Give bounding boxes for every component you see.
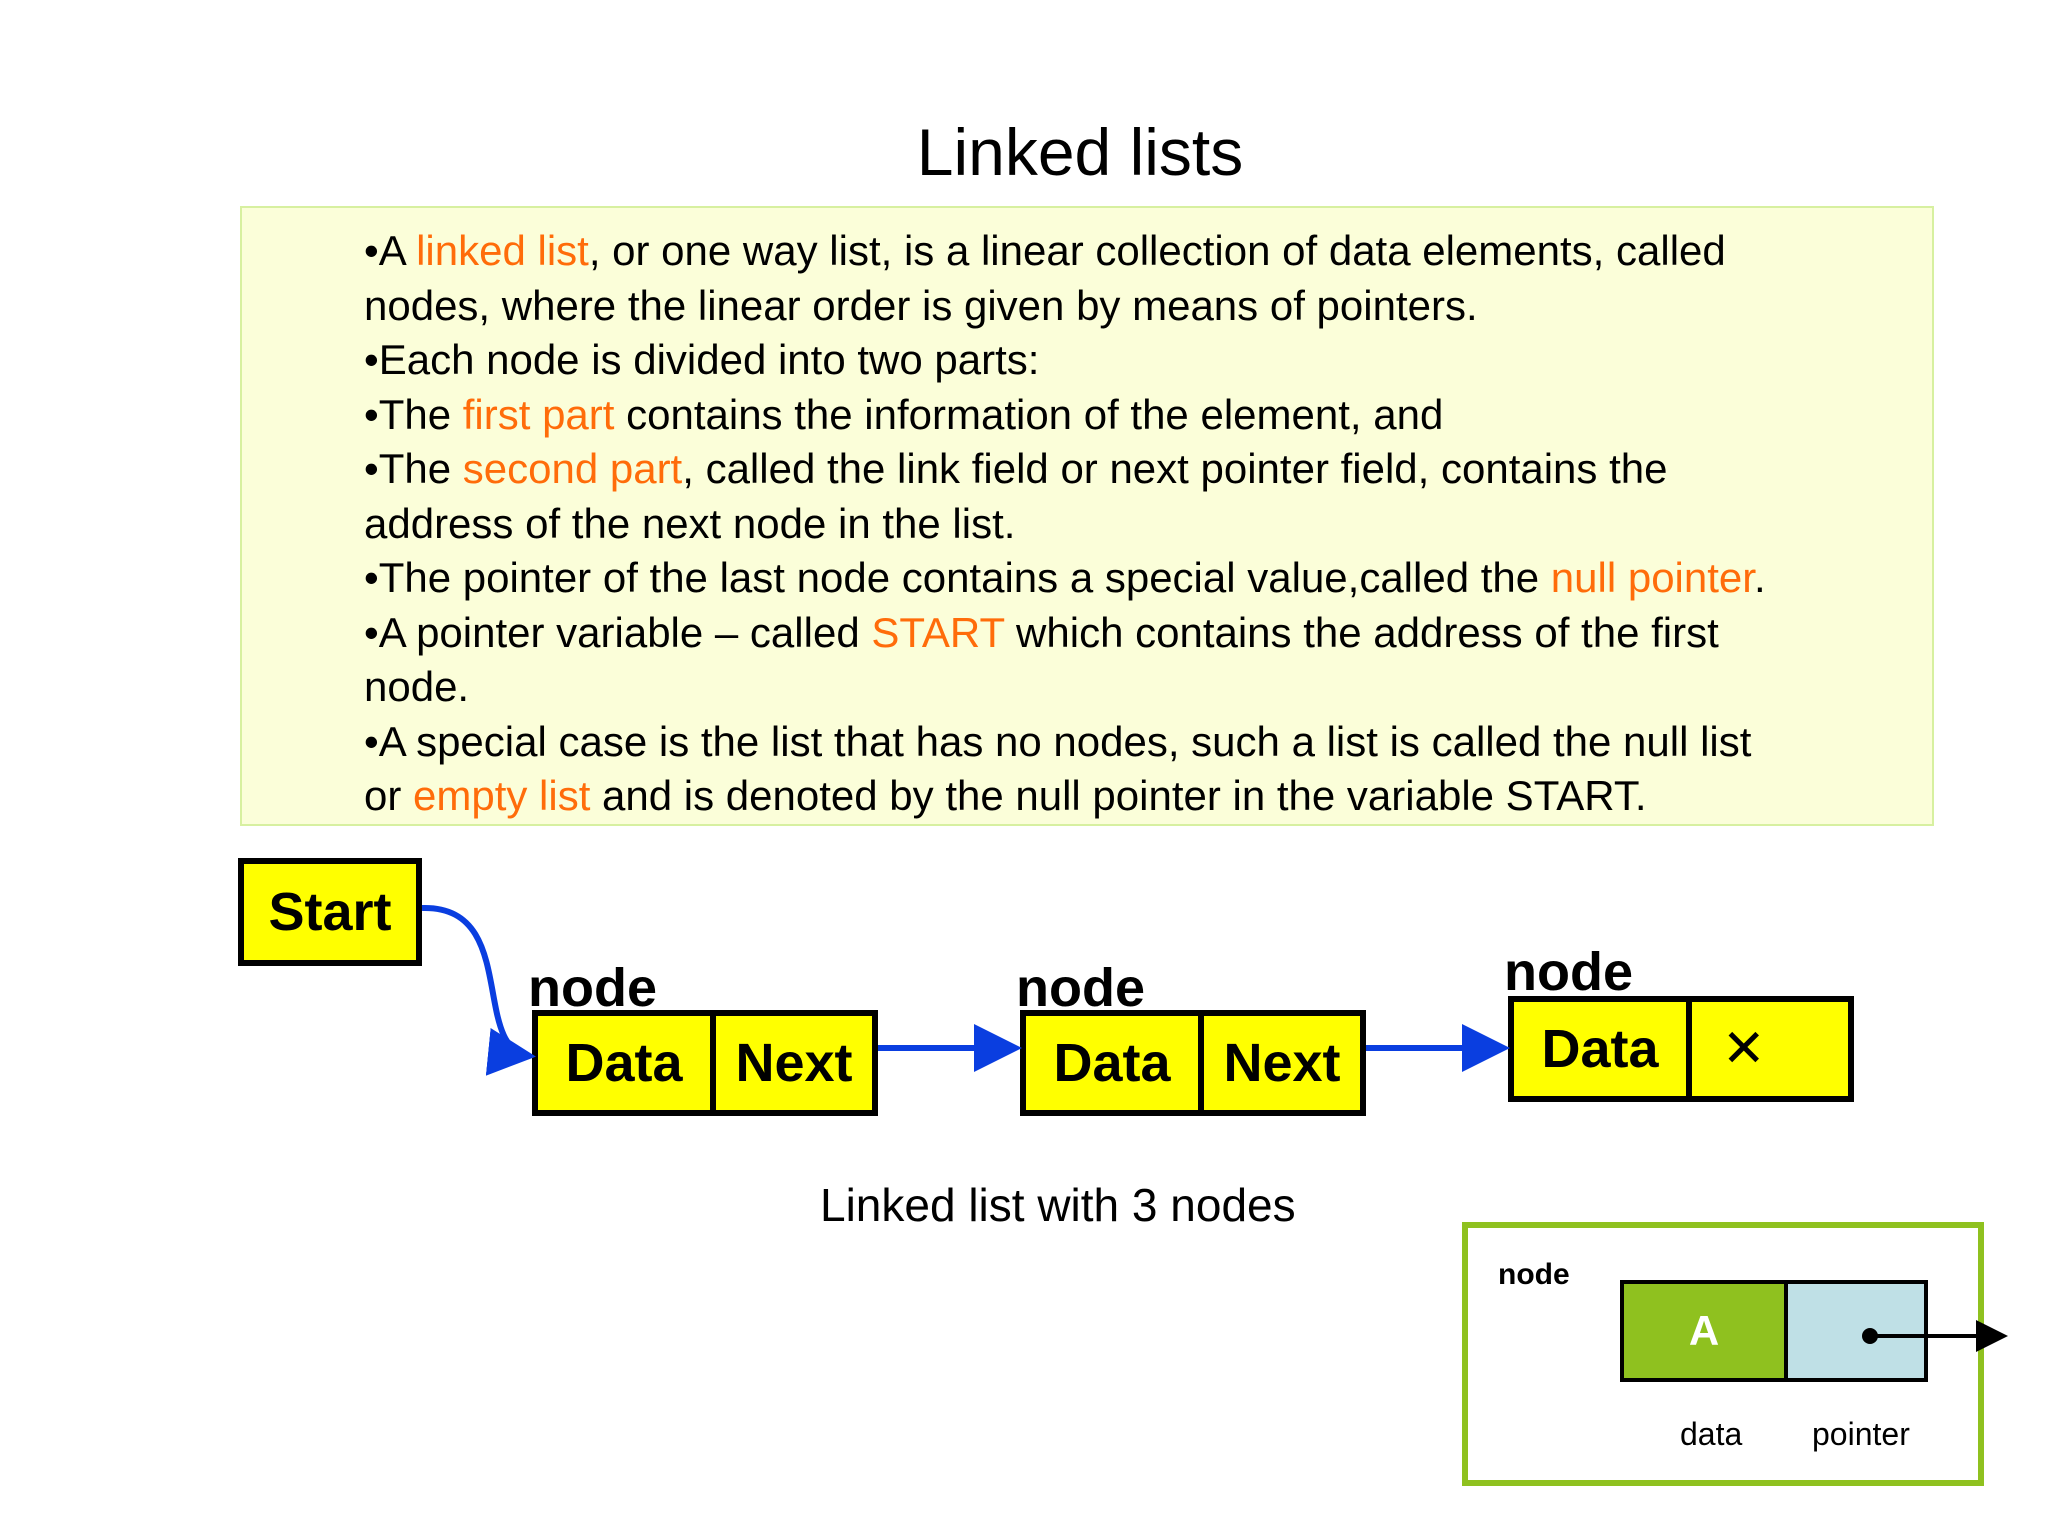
bullet-text: nodes, where the linear order is given b…	[364, 281, 1478, 329]
bullet-text: •The	[364, 390, 463, 438]
bullet-text: or	[364, 772, 414, 819]
node-2-label: node	[1016, 958, 1145, 1018]
bullet-text: •The	[364, 445, 463, 492]
legend-node-label: node	[1498, 1258, 1570, 1291]
node-2-data-label: Data	[1053, 1033, 1171, 1093]
highlighted-term: second part	[462, 445, 683, 492]
node-2-next-cell: Next	[1198, 1010, 1366, 1116]
start-to-node-1-arrow	[421, 904, 536, 1076]
bullet-line: •The second part, called the link field …	[364, 442, 1924, 497]
slide-title: Linked lists	[916, 115, 1244, 189]
bullet-line: •Each node is divided into two parts:	[364, 333, 1924, 388]
legend-data-caption: data	[1680, 1416, 1743, 1452]
start-label: Start	[268, 882, 392, 942]
bullet-text: .	[1753, 554, 1766, 601]
bullet-text: •A	[364, 227, 417, 274]
bullet-text: and is denoted by the null pointer in th…	[590, 772, 1647, 819]
bullet-line: or empty list and is denoted by the null…	[364, 769, 1924, 824]
highlighted-term: START	[871, 608, 1005, 656]
null-symbol: ✕	[1722, 1020, 1766, 1078]
highlighted-term: first part	[462, 390, 615, 438]
start-pointer-box: Start	[238, 858, 422, 966]
node-3-label: node	[1504, 942, 1633, 1002]
node-1-next-label: Next	[735, 1033, 853, 1093]
diagram-caption: Linked list with 3 nodes	[820, 1179, 1296, 1231]
bullet-text: •The pointer of the last node contains a…	[364, 554, 1551, 601]
bullet-line: address of the next node in the list.	[364, 497, 1924, 552]
bullet-text: node.	[364, 663, 470, 710]
legend-pointer-cell	[1784, 1280, 1928, 1382]
node-3-data-cell: Data	[1508, 996, 1692, 1102]
highlighted-term: linked list	[416, 227, 589, 274]
legend-data-value: A	[1688, 1307, 1720, 1354]
bullet-text: contains the information of the element,…	[614, 390, 1444, 438]
bullet-text: , or one way list, is a linear collectio…	[588, 227, 1726, 274]
node-3-null-cell: ✕	[1686, 996, 1854, 1102]
node-1-data-label: Data	[565, 1033, 683, 1093]
legend-pointer-caption: pointer	[1812, 1416, 1910, 1452]
bullet-line: •The pointer of the last node contains a…	[364, 551, 1924, 606]
node-legend: node A data pointer	[1462, 1222, 1984, 1486]
bullet-list: •A linked list, or one way list, is a li…	[364, 224, 1924, 824]
bullet-line: nodes, where the linear order is given b…	[364, 279, 1924, 334]
node-2-next-label: Next	[1223, 1033, 1341, 1093]
node-2-data-cell: Data	[1020, 1010, 1204, 1116]
bullet-text: •A special case is the list that has no …	[364, 717, 1752, 765]
bullet-line: •A pointer variable – called START which…	[364, 606, 1924, 661]
node-3-data-label: Data	[1541, 1019, 1659, 1079]
bullet-text: •A pointer variable – called	[364, 608, 872, 656]
bullet-text: address of the next node in the list.	[364, 499, 1016, 547]
bullet-line: •A linked list, or one way list, is a li…	[364, 224, 1924, 279]
node-1-next-cell: Next	[710, 1010, 878, 1116]
bullet-line: •A special case is the list that has no …	[364, 715, 1924, 770]
highlighted-term: empty list	[413, 772, 591, 819]
bullet-text: which contains the address of the first	[1004, 608, 1719, 656]
bullet-line: node.	[364, 660, 1924, 715]
highlighted-term: null pointer	[1550, 554, 1754, 601]
node-1-label: node	[528, 958, 657, 1018]
bullet-text: •Each node is divided into two parts:	[364, 336, 1040, 383]
bullet-text: , called the link field or next pointer …	[682, 445, 1668, 492]
definition-text-box: •A linked list, or one way list, is a li…	[240, 206, 1934, 826]
bullet-line: •The first part contains the information…	[364, 388, 1924, 443]
